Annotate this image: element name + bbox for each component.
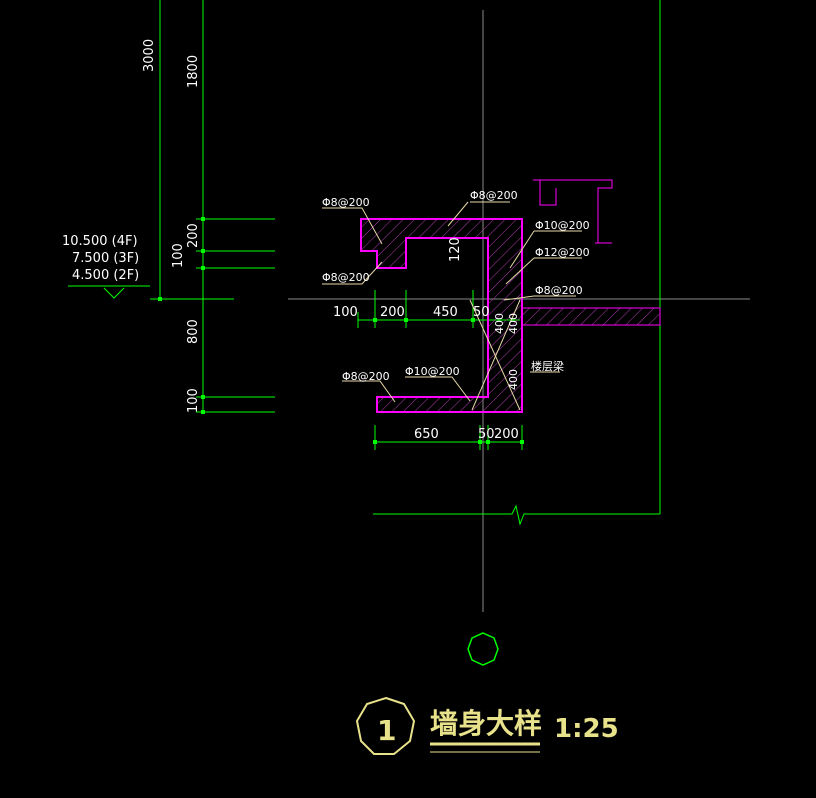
dimension-ticks [158, 217, 524, 444]
dim-h-200: 200 [380, 305, 405, 320]
dim-middle: 800 [186, 319, 201, 344]
dim-b-200: 200 [494, 427, 519, 442]
dim-wall-400-c: 400 [507, 369, 520, 390]
rebar-lower-left: Φ8@200 [322, 271, 370, 284]
elevation-2f: 4.500 (2F) [72, 268, 139, 283]
rebar-bottom-left: Φ8@200 [342, 370, 390, 383]
dim-b-50: 50 [478, 427, 495, 442]
dim-top-beam: 200 [186, 223, 201, 248]
rebar-top-right: Φ8@200 [470, 189, 518, 202]
axis-bubble [467, 632, 499, 666]
dim-step: 100 [171, 243, 186, 268]
detail-scale: 1:25 [554, 714, 619, 744]
dimension-lines [68, 0, 661, 526]
floor-beam-label: 楼层梁 [531, 359, 564, 373]
rebar-right-2: Φ12@200 [535, 246, 590, 259]
detail-title: 墙身大样 [430, 707, 542, 740]
detail-number: 1 [377, 714, 396, 747]
rebar-right-1: Φ10@200 [535, 219, 590, 232]
dim-h-50: 50 [473, 305, 490, 320]
concrete-section [360, 179, 661, 413]
dim-total: 3000 [142, 39, 157, 72]
dim-wall-400-a: 400 [493, 313, 506, 334]
dim-h-450: 450 [433, 305, 458, 320]
elevation-3f: 7.500 (3F) [72, 251, 139, 266]
rebar-bottom-mid: Φ10@200 [405, 365, 460, 378]
dim-slab-120: 120 [448, 237, 463, 262]
dim-bottom: 100 [186, 388, 201, 413]
leader-lines [322, 201, 582, 411]
elevation-4f: 10.500 (4F) [62, 234, 138, 249]
rebar-top-left: Φ8@200 [322, 196, 370, 209]
detail-number-marker [355, 696, 416, 755]
dim-wall-400-b: 400 [507, 313, 520, 334]
rebar-right-3: Φ8@200 [535, 284, 583, 297]
dim-b-650: 650 [414, 427, 439, 442]
dim-upper: 1800 [186, 55, 201, 88]
dim-h-100: 100 [333, 305, 358, 320]
